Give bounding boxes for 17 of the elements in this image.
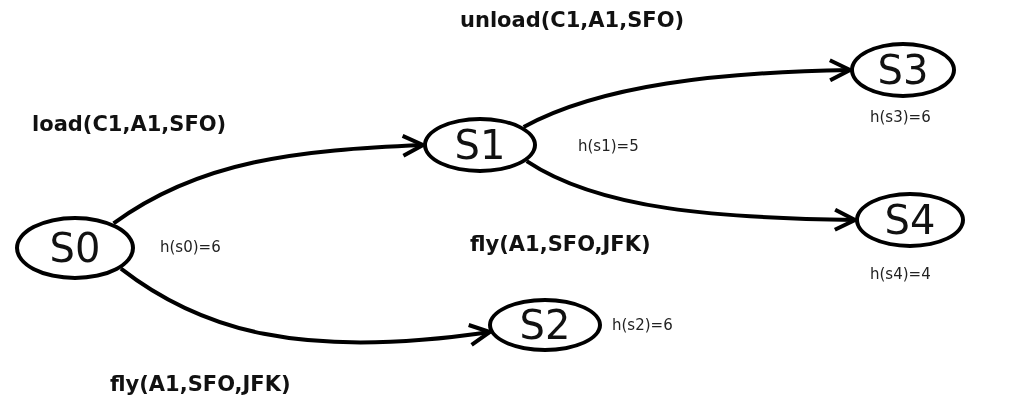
heuristic-value: h(s4)=4 [870, 265, 931, 283]
edge-label: load(C1,A1,SFO) [32, 112, 227, 136]
state-name: S4 [884, 200, 936, 240]
heuristic-value: h(s3)=6 [870, 108, 931, 126]
state-ellipse [423, 117, 537, 173]
state-name: S0 [49, 228, 101, 268]
state-name: S2 [519, 305, 571, 345]
arrow [522, 58, 852, 129]
state-name: S3 [877, 50, 929, 90]
edge-label: fly(A1,SFO,JFK) [110, 372, 291, 396]
heuristic-value: h(s1)=5 [578, 137, 639, 155]
arrow [112, 133, 425, 226]
edge-label: fly(A1,SFO,JFK) [470, 232, 651, 256]
edge-label: unload(C1,A1,SFO) [460, 8, 685, 32]
state-name: S1 [454, 125, 506, 165]
heuristic-value: h(s2)=6 [612, 316, 673, 334]
heuristic-value: h(s0)=6 [160, 238, 221, 256]
